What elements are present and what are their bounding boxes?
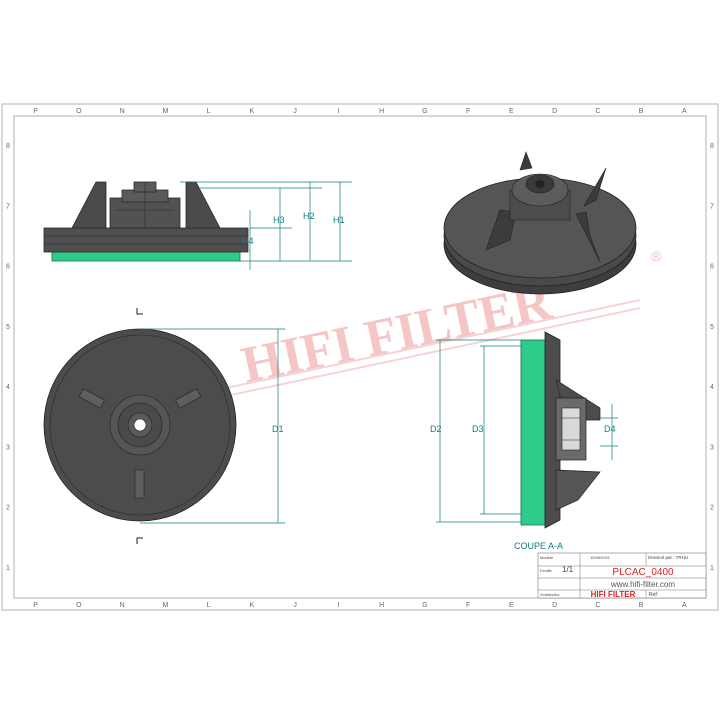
zone-column-label: E <box>509 602 514 609</box>
zone-row-label: 4 <box>710 384 714 391</box>
zone-column-label: B <box>639 602 644 609</box>
plan-dimensions <box>140 328 285 524</box>
zone-column-label: A <box>682 602 687 609</box>
row-labels-right: 8 7 6 5 4 3 2 1 <box>710 143 714 572</box>
zone-row-label: 3 <box>710 444 714 451</box>
zone-column-label: H <box>379 108 384 115</box>
side-view <box>43 181 249 262</box>
zone-column-label: H <box>379 602 384 609</box>
zone-column-label: I <box>337 602 339 609</box>
zone-column-label: L <box>207 602 211 609</box>
dim-h4-label: H4 <box>242 236 254 246</box>
tb-ref-label: Ref: <box>649 592 658 598</box>
tb-brand: HIFI FILTER <box>591 590 636 599</box>
inner-border <box>13 115 707 599</box>
zone-row-label: 5 <box>6 324 10 331</box>
zone-column-label: A <box>682 108 687 115</box>
title-block: Modèle 10/06/2021 Dessiné par : TRHU Feu… <box>537 552 707 599</box>
zone-row-label: 7 <box>6 203 10 210</box>
tb-date: 10/06/2021 <box>590 555 611 560</box>
tb-dessine: Dessiné par : TRHU <box>648 555 688 560</box>
section-view <box>520 331 601 529</box>
zone-row-label: 2 <box>6 505 10 512</box>
tb-feuille-value: 1/1 <box>562 565 574 574</box>
watermark-registered: ® <box>649 247 663 265</box>
tb-feuille-label: Feuille <box>540 568 553 573</box>
zone-column-label: F <box>466 108 470 115</box>
zone-column-label: D <box>552 602 557 609</box>
dim-h2-label: H2 <box>303 211 315 221</box>
side-dimensions <box>180 181 352 270</box>
fin-left <box>71 181 107 229</box>
zone-row-label: 1 <box>710 565 714 572</box>
zone-column-label: M <box>162 108 168 115</box>
dim-h3-label: H3 <box>273 215 285 225</box>
zone-column-label: O <box>76 602 82 609</box>
zone-row-label: 8 <box>6 143 10 150</box>
zone-column-label: E <box>509 108 514 115</box>
zone-column-label: J <box>293 108 297 115</box>
zone-row-label: 6 <box>6 264 10 271</box>
zone-column-label: K <box>250 108 255 115</box>
tb-website: www.hifi-filter.com <box>610 580 675 589</box>
zone-column-label: P <box>33 108 38 115</box>
zone-column-label: K <box>250 602 255 609</box>
zone-row-label: 4 <box>6 384 10 391</box>
watermark-stripe <box>169 307 641 409</box>
watermark-stripe <box>169 299 641 401</box>
tb-modele-label: Modèle <box>540 555 554 560</box>
zone-column-label: N <box>120 602 125 609</box>
zone-row-label: 3 <box>6 444 10 451</box>
center-hole <box>133 418 147 432</box>
zone-column-label: B <box>639 108 644 115</box>
dim-h1-label: H1 <box>333 215 345 225</box>
zone-row-label: 7 <box>710 203 714 210</box>
zone-row-label: 1 <box>6 565 10 572</box>
dim-d2-label: D2 <box>430 424 442 434</box>
zone-column-label: L <box>207 108 211 115</box>
zone-row-label: 6 <box>710 264 714 271</box>
zone-row-label: 2 <box>710 505 714 512</box>
zone-column-label: C <box>595 602 600 609</box>
dim-d3-label: D3 <box>472 424 484 434</box>
filter-media-side <box>51 251 241 262</box>
base-plate <box>43 227 249 253</box>
tb-part-number: PLCAC_0400 <box>612 567 674 578</box>
section-dimensions <box>436 339 618 523</box>
dim-d4-label: D4 <box>604 424 616 434</box>
section-media <box>520 339 548 526</box>
zone-column-label: F <box>466 602 470 609</box>
zone-column-label: G <box>422 108 427 115</box>
tb-solidworks-label: Solidworks <box>540 592 559 597</box>
zone-column-label: N <box>120 108 125 115</box>
fin-right <box>185 181 221 229</box>
zone-column-label: G <box>422 602 427 609</box>
dim-d1-label: D1 <box>272 424 284 434</box>
zone-column-label: O <box>76 108 82 115</box>
plan-view <box>43 308 237 544</box>
outer-border <box>1 103 719 611</box>
section-label: COUPE A-A <box>514 541 563 551</box>
zone-row-label: 8 <box>710 143 714 150</box>
zone-column-label: D <box>552 108 557 115</box>
zone-column-label: I <box>337 108 339 115</box>
zone-column-label: C <box>595 108 600 115</box>
row-labels-left: 8 7 6 5 4 3 2 1 <box>6 143 10 572</box>
zone-column-label: J <box>293 602 297 609</box>
zone-column-label: M <box>162 602 168 609</box>
zone-row-label: 5 <box>710 324 714 331</box>
isometric-view <box>443 151 637 295</box>
zone-column-label: P <box>33 602 38 609</box>
